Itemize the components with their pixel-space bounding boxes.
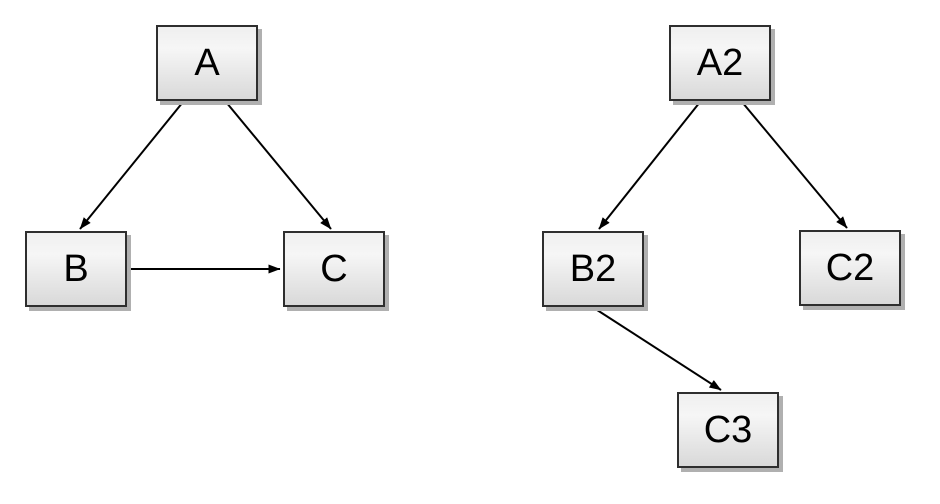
- node-C2-label: C2: [825, 247, 875, 289]
- edge-A2-C2: [741, 101, 848, 229]
- node-A2-label: A2: [696, 42, 744, 84]
- node-B2-label: B2: [569, 248, 617, 290]
- node-C-label: C: [320, 248, 348, 290]
- node-A2: A2: [669, 25, 771, 101]
- edge-A-B: [79, 101, 184, 230]
- node-C3-label: C3: [703, 409, 753, 451]
- node-B2: B2: [542, 231, 644, 307]
- node-C3: C3: [677, 392, 779, 468]
- node-C: C: [283, 231, 385, 307]
- node-A-label: A: [194, 42, 220, 84]
- node-A: A: [156, 25, 258, 101]
- node-C2: C2: [799, 230, 901, 306]
- node-B-label: B: [63, 248, 89, 290]
- edge-A-C: [225, 101, 332, 230]
- edge-A2-B2: [598, 101, 701, 230]
- edge-B2-C3: [593, 307, 722, 391]
- node-B: B: [25, 231, 127, 307]
